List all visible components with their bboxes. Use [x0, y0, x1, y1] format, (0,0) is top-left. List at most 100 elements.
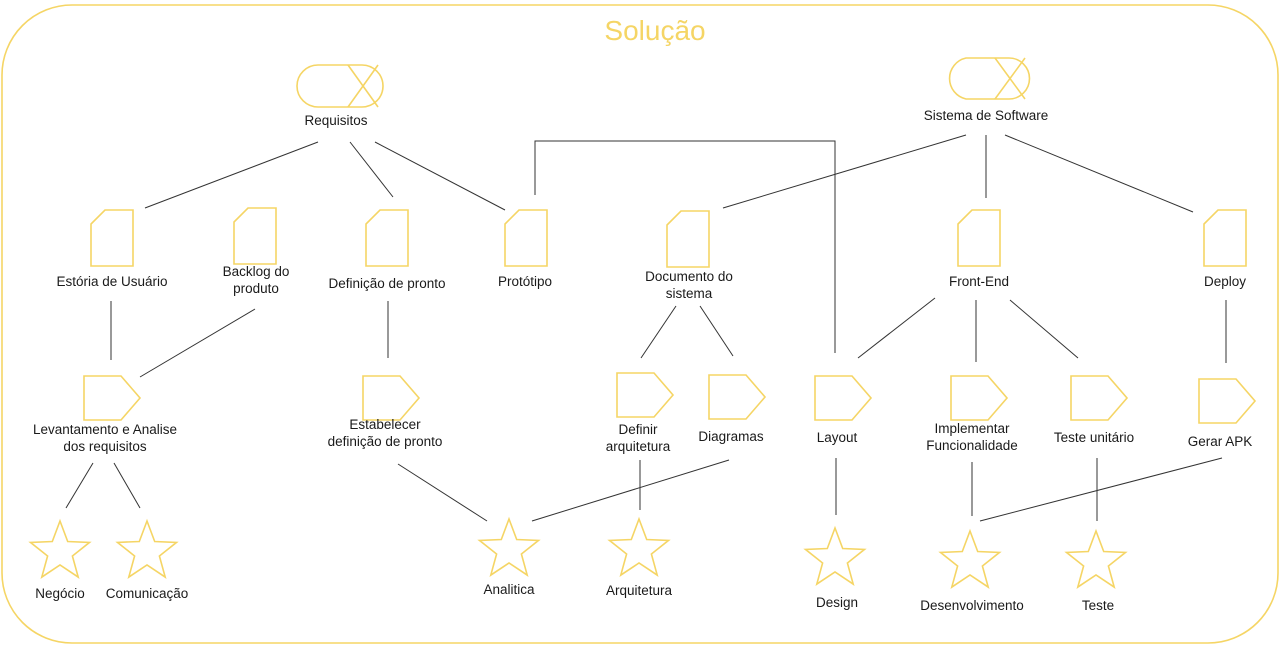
node-label: Layout: [817, 430, 858, 445]
node-label: Protótipo: [498, 274, 552, 289]
actor-icon: [948, 57, 1031, 100]
node-label: Comunicação: [106, 586, 189, 601]
label-line: Documento do: [645, 269, 733, 284]
solution-frame: [1, 4, 1279, 644]
document-icon: [233, 207, 277, 265]
edge-frontend-teste-unit: [1009, 299, 1079, 359]
label-line: Estória de Usuário: [56, 274, 167, 289]
label-line: Definição de pronto: [328, 276, 445, 291]
label-line: Protótipo: [498, 274, 552, 289]
task-pentagon-icon: [950, 375, 1009, 421]
goal-negocio[interactable]: Negócio: [28, 518, 92, 601]
edge-requisitos-prototipo: [374, 141, 506, 211]
actor-sistema[interactable]: Sistema de Software: [924, 57, 1049, 123]
label-line: Analitica: [483, 582, 535, 597]
task-pentagon-icon: [708, 374, 767, 420]
document-icon: [957, 209, 1001, 267]
document-icon: [365, 209, 409, 267]
node-label: Teste unitário: [1054, 430, 1134, 445]
star-icon: [938, 528, 1002, 589]
label-line: Definir: [618, 422, 658, 437]
actor-icon: [296, 64, 384, 108]
goal-desenvolvimento[interactable]: Desenvolvimento: [920, 528, 1024, 613]
star-icon: [28, 518, 92, 579]
goal-arquitetura[interactable]: Arquitetura: [606, 516, 673, 598]
task-pentagon-icon: [814, 375, 873, 421]
label-line: Sistema de Software: [924, 108, 1049, 123]
label-line: Requisitos: [304, 113, 367, 128]
node-label: Front-End: [949, 274, 1009, 289]
task-pentagon-icon: [1198, 378, 1257, 424]
edge-estabelecer-analitica: [397, 463, 488, 522]
diagram-title: Solução: [604, 15, 705, 46]
doc-deploy[interactable]: Deploy: [1203, 209, 1247, 289]
node-label: Diagramas: [698, 429, 764, 444]
task-pentagon-icon: [83, 375, 142, 421]
edge-backlog-levantamento: [139, 308, 256, 378]
label-line: Arquitetura: [606, 583, 673, 598]
node-label: Desenvolvimento: [920, 598, 1024, 613]
star-icon: [115, 518, 179, 579]
task-teste-unit[interactable]: Teste unitário: [1054, 375, 1134, 445]
label-line: Implementar: [934, 421, 1010, 436]
node-label: Requisitos: [304, 113, 367, 128]
node-label: Gerar APK: [1188, 434, 1253, 449]
label-line: Negócio: [35, 586, 85, 601]
doc-frontend[interactable]: Front-End: [949, 209, 1009, 289]
doc-prototipo[interactable]: Protótipo: [498, 209, 552, 289]
edge-prototipo-layout: [534, 140, 836, 353]
label-line: produto: [233, 281, 279, 296]
goal-analitica[interactable]: Analitica: [477, 516, 541, 597]
label-line: Deploy: [1204, 274, 1246, 289]
label-line: Teste: [1082, 598, 1114, 613]
star-icon: [607, 516, 671, 577]
node-label: Arquitetura: [606, 583, 673, 598]
edge-requisitos-estoria: [144, 141, 319, 209]
task-diagramas[interactable]: Diagramas: [698, 374, 767, 444]
doc-definicao[interactable]: Definição de pronto: [328, 209, 446, 291]
edge-requisitos-definicao: [349, 141, 394, 198]
edge-levantamento-negocio: [65, 462, 94, 509]
star-icon: [477, 516, 541, 577]
label-line: Teste unitário: [1054, 430, 1134, 445]
actor-requisitos[interactable]: Requisitos: [296, 64, 384, 128]
node-label: Estória de Usuário: [56, 274, 167, 289]
edge-documento-diagramas: [699, 305, 734, 357]
document-icon: [504, 209, 548, 267]
doc-documento[interactable]: Documento do sistema: [645, 210, 733, 301]
task-pentagon-icon: [616, 372, 675, 418]
label-line: sistema: [666, 286, 713, 301]
label-line: Funcionalidade: [926, 438, 1018, 453]
edge-sistema-deploy: [1004, 134, 1194, 213]
label-line: definição de pronto: [328, 434, 443, 449]
node-label: Deploy: [1204, 274, 1246, 289]
task-pentagon-icon: [1070, 375, 1129, 421]
goal-design[interactable]: Design: [803, 525, 867, 610]
label-line: Layout: [817, 430, 858, 445]
label-line: Desenvolvimento: [920, 598, 1024, 613]
actor-x-icon: [994, 57, 1026, 100]
label-line: Backlog do: [223, 264, 290, 279]
document-icon: [666, 210, 710, 268]
doc-estoria[interactable]: Estória de Usuário: [56, 209, 168, 289]
node-label: Analitica: [483, 582, 535, 597]
task-gerar-apk[interactable]: Gerar APK: [1188, 378, 1257, 449]
goal-comunicacao[interactable]: Comunicação: [106, 518, 189, 601]
edge-frontend-layout: [857, 297, 936, 359]
edge-gerar-apk-desenvolvimento: [979, 457, 1223, 522]
doc-backlog[interactable]: Backlog do produto: [223, 207, 290, 296]
node-label: Design: [816, 595, 858, 610]
document-icon: [1203, 209, 1247, 267]
edge-levantamento-comunicacao: [113, 462, 141, 509]
star-icon: [1064, 528, 1128, 589]
label-line: Comunicação: [106, 586, 189, 601]
goal-teste[interactable]: Teste: [1064, 528, 1128, 613]
task-layout[interactable]: Layout: [814, 375, 873, 445]
